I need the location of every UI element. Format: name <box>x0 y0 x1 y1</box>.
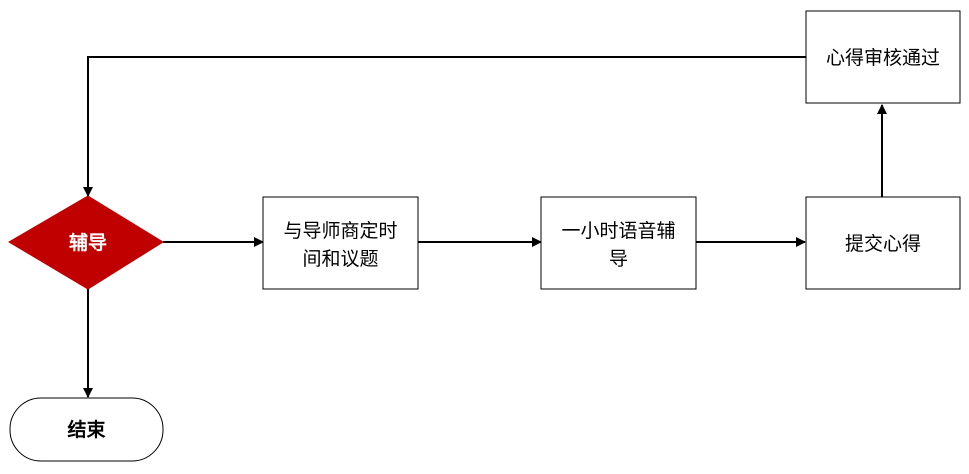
submit-box <box>805 196 961 290</box>
schedule-node: 与导师商定时 间和议题 <box>262 196 419 290</box>
review-node: 心得审核通过 <box>805 10 961 104</box>
voice-label-line1: 一小时语音辅 <box>561 220 675 242</box>
voice-box <box>540 196 697 290</box>
schedule-label-line2: 间和议题 <box>302 248 378 270</box>
decision-label: 辅导 <box>69 231 107 254</box>
voice-label-line2: 导 <box>609 248 628 270</box>
schedule-label-line1: 与导师商定时 <box>283 220 397 242</box>
submit-node: 提交心得 <box>805 196 961 290</box>
submit-label: 提交心得 <box>845 233 921 255</box>
decision-diamond-shape <box>8 195 164 290</box>
end-node: 结束 <box>9 397 164 462</box>
schedule-box <box>262 196 419 290</box>
review-box <box>805 10 961 104</box>
end-label: 结束 <box>67 418 106 441</box>
decision-node: 辅导 <box>8 195 164 290</box>
edges <box>83 56 887 398</box>
edge-review-to-decision <box>83 56 806 197</box>
voice-node: 一小时语音辅 导 <box>540 196 697 290</box>
end-terminator-shape <box>9 397 164 462</box>
review-label: 心得审核通过 <box>826 47 940 69</box>
